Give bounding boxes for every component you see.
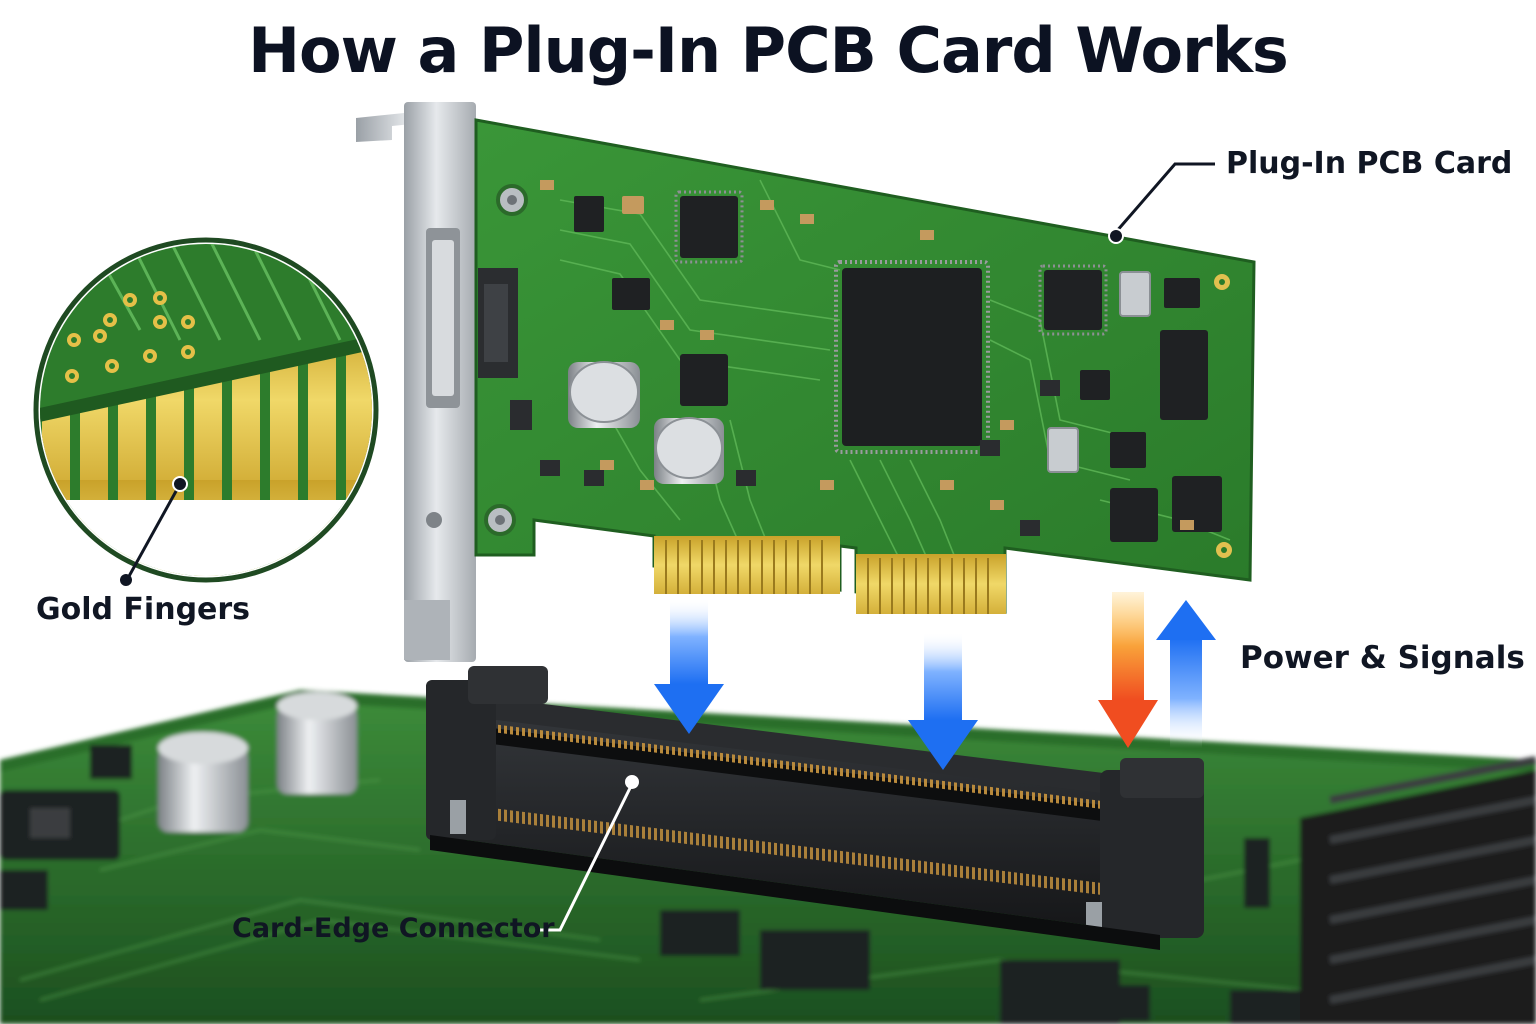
insertion-arrow-right xyxy=(908,632,978,770)
label-plug-in-pcb-card: Plug-In PCB Card xyxy=(1226,146,1513,181)
heatsink xyxy=(1300,756,1536,1024)
label-power-and-signals: Power & Signals xyxy=(1240,640,1525,676)
label-card-edge-connector: Card-Edge Connector xyxy=(232,913,555,944)
leader-card-edge-connector xyxy=(536,775,639,932)
leader-plug-in-card xyxy=(1108,162,1215,244)
page-title: How a Plug-In PCB Card Works xyxy=(248,14,1289,87)
metal-bracket xyxy=(356,102,476,662)
gold-fingers-zoom-inset xyxy=(33,237,379,583)
gold-fingers-left xyxy=(654,536,840,594)
plug-in-pcb-card xyxy=(474,118,1256,614)
gold-fingers-right xyxy=(856,554,1006,614)
insertion-arrow-left xyxy=(654,598,724,734)
leader-gold-fingers xyxy=(120,476,188,586)
power-arrow-down xyxy=(1098,592,1158,748)
card-edge-connector xyxy=(426,666,1204,950)
signal-arrow-up xyxy=(1156,600,1216,748)
label-gold-fingers: Gold Fingers xyxy=(36,592,251,627)
main-processor-chip xyxy=(842,268,982,446)
